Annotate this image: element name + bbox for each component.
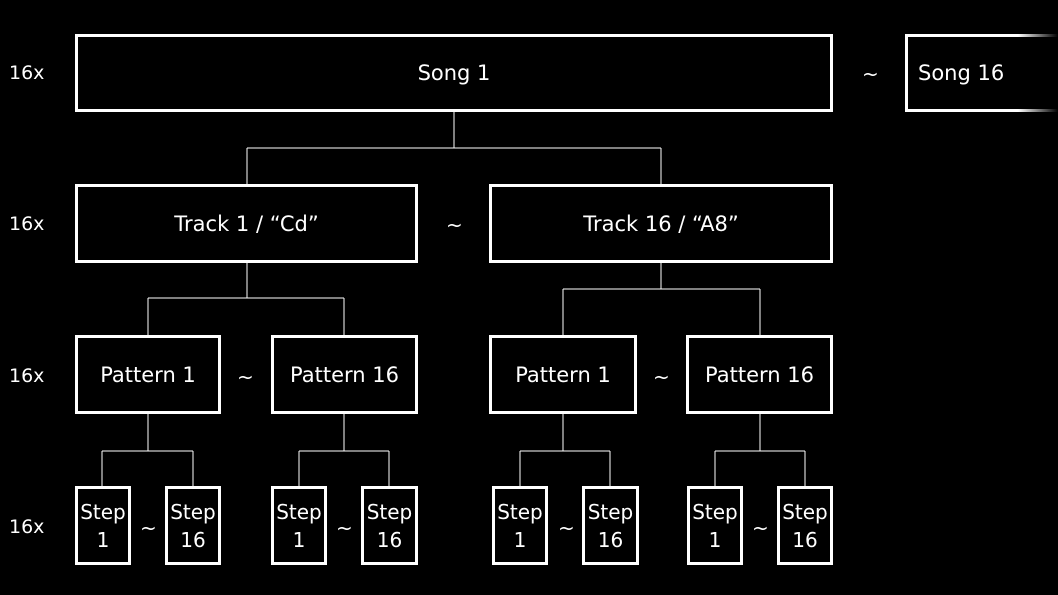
track-16-label: Track 16 / “A8” bbox=[583, 211, 739, 236]
song-16-fade bbox=[1018, 34, 1058, 112]
step-16-box: Step 16 bbox=[361, 486, 418, 565]
track-range-tilde: ~ bbox=[446, 213, 463, 237]
track-1-label: Track 1 / “Cd” bbox=[174, 211, 319, 236]
step-word: Step bbox=[587, 499, 634, 524]
step-1-box: Step 1 bbox=[75, 486, 131, 565]
step-16-box: Step 16 bbox=[582, 486, 639, 565]
step-number: 1 bbox=[708, 527, 722, 552]
song-16-label: Song 16 bbox=[918, 61, 1005, 85]
step-word: Step bbox=[782, 499, 828, 524]
level-label-songs: 16x bbox=[9, 62, 45, 84]
step-1-box: Step 1 bbox=[687, 486, 743, 565]
step-1-box: Step 1 bbox=[492, 486, 548, 565]
connector-p1-steps bbox=[101, 412, 194, 487]
song-16-box: Song 16 bbox=[905, 34, 1058, 112]
step-1-box: Step 1 bbox=[271, 486, 327, 565]
step-range-tilde: ~ bbox=[558, 516, 575, 540]
connector-track16-patterns bbox=[562, 262, 761, 337]
pattern-1-box-track-1: Pattern 1 bbox=[75, 335, 221, 414]
connector-song-tracks bbox=[246, 110, 662, 186]
track-16-box: Track 16 / “A8” bbox=[489, 184, 833, 263]
level-label-tracks: 16x bbox=[9, 213, 45, 235]
step-number: 16 bbox=[792, 527, 818, 552]
step-word: Step bbox=[80, 499, 126, 524]
connector-track1-patterns bbox=[147, 262, 345, 337]
pattern-16-box-track-16: Pattern 16 bbox=[686, 335, 833, 414]
step-number: 16 bbox=[376, 527, 403, 552]
pattern-1-label: Pattern 1 bbox=[100, 362, 196, 387]
pattern-range-tilde: ~ bbox=[653, 365, 670, 389]
level-label-patterns: 16x bbox=[9, 365, 45, 387]
step-range-tilde: ~ bbox=[336, 516, 353, 540]
connector-p3-steps bbox=[519, 412, 611, 487]
step-16-box: Step 16 bbox=[165, 486, 221, 565]
pattern-range-tilde: ~ bbox=[237, 365, 254, 389]
step-word: Step bbox=[366, 499, 413, 524]
connector-p4-steps bbox=[714, 412, 806, 487]
song-1-label: Song 1 bbox=[417, 61, 491, 85]
step-number: 1 bbox=[292, 527, 306, 552]
pattern-16-box-track-1: Pattern 16 bbox=[271, 335, 418, 414]
step-number: 16 bbox=[180, 527, 206, 552]
step-word: Step bbox=[497, 499, 543, 524]
step-number: 1 bbox=[513, 527, 527, 552]
step-word: Step bbox=[692, 499, 738, 524]
pattern-16-label: Pattern 16 bbox=[705, 362, 814, 387]
pattern-16-label: Pattern 16 bbox=[290, 362, 399, 387]
step-word: Step bbox=[170, 499, 216, 524]
level-label-steps: 16x bbox=[9, 516, 45, 538]
track-1-box: Track 1 / “Cd” bbox=[75, 184, 418, 263]
pattern-1-label: Pattern 1 bbox=[515, 362, 611, 387]
step-number: 16 bbox=[597, 527, 624, 552]
song-range-tilde: ~ bbox=[862, 62, 879, 86]
pattern-1-box-track-16: Pattern 1 bbox=[489, 335, 637, 414]
connector-p2-steps bbox=[298, 412, 390, 487]
step-word: Step bbox=[276, 499, 322, 524]
step-16-box: Step 16 bbox=[777, 486, 833, 565]
step-number: 1 bbox=[96, 527, 110, 552]
step-range-tilde: ~ bbox=[140, 516, 157, 540]
step-range-tilde: ~ bbox=[752, 516, 769, 540]
song-1-box: Song 1 bbox=[75, 34, 833, 112]
